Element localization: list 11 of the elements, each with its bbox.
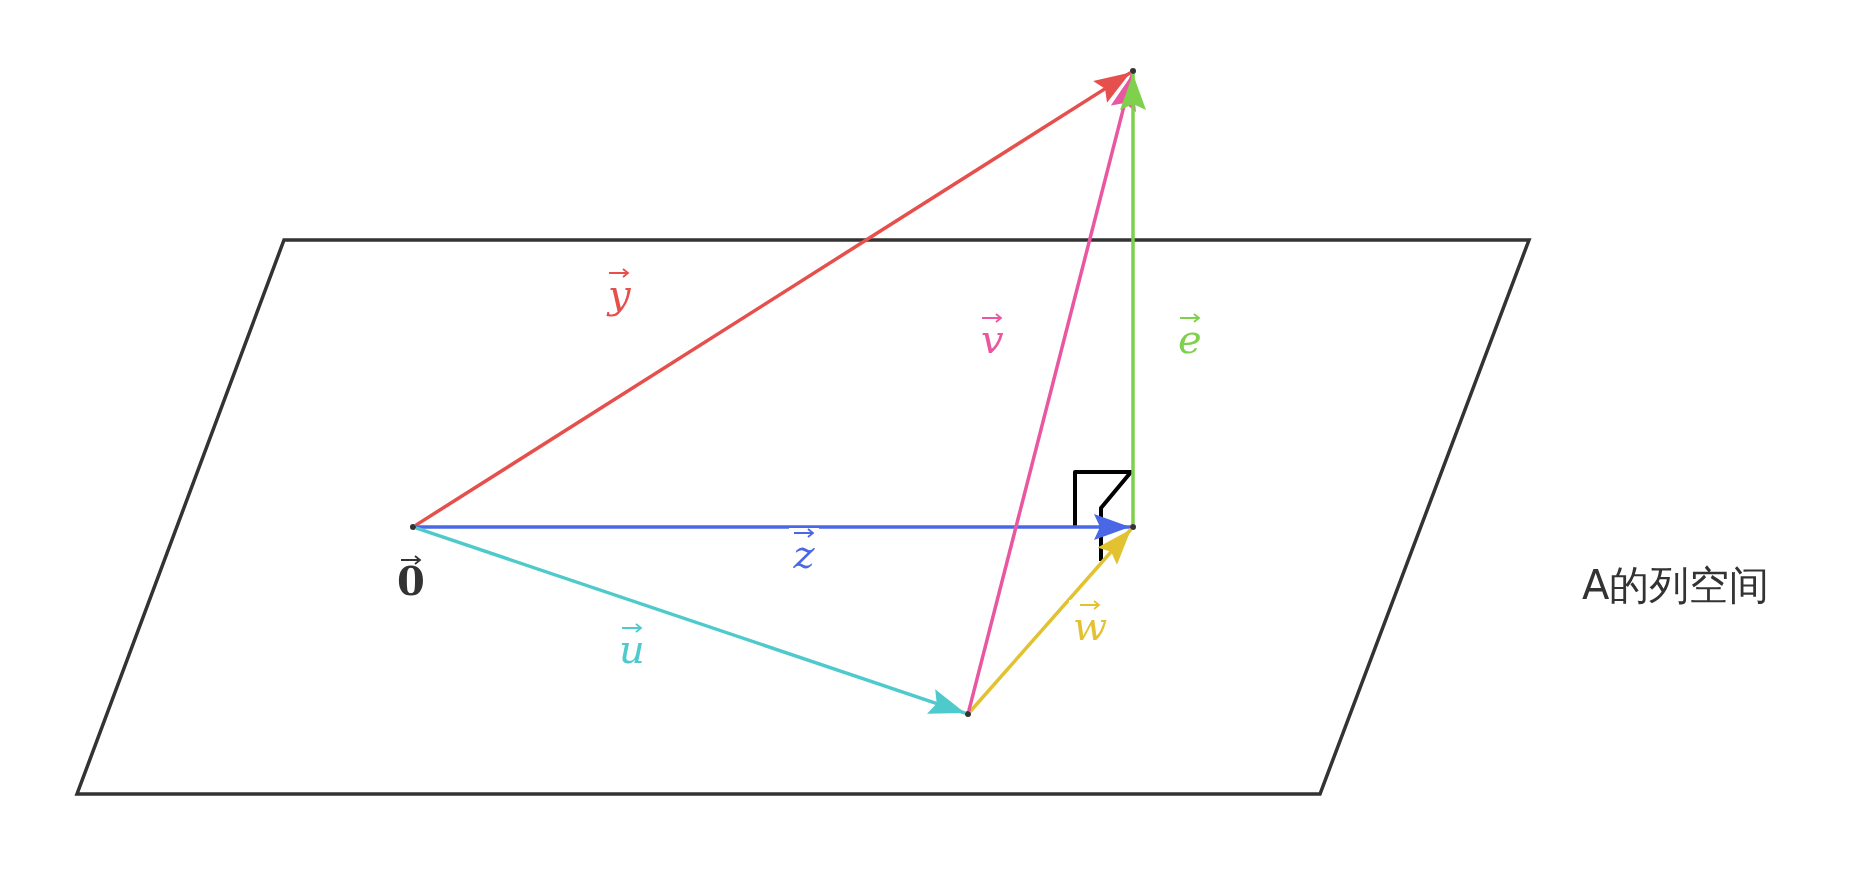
- vector-point: [965, 711, 971, 717]
- plane-label: A的列空间: [1582, 565, 1770, 605]
- vector-arrow: [1120, 74, 1146, 524]
- vector-arrow: [414, 71, 1132, 527]
- vector-arrow: [416, 514, 1130, 540]
- vector-arrow: [968, 528, 1133, 713]
- vector-point: [1130, 68, 1136, 74]
- vector-point: [410, 524, 416, 530]
- vector-arrow: [967, 73, 1136, 712]
- vector-point: [1130, 524, 1136, 530]
- vector-arrow: [415, 526, 966, 715]
